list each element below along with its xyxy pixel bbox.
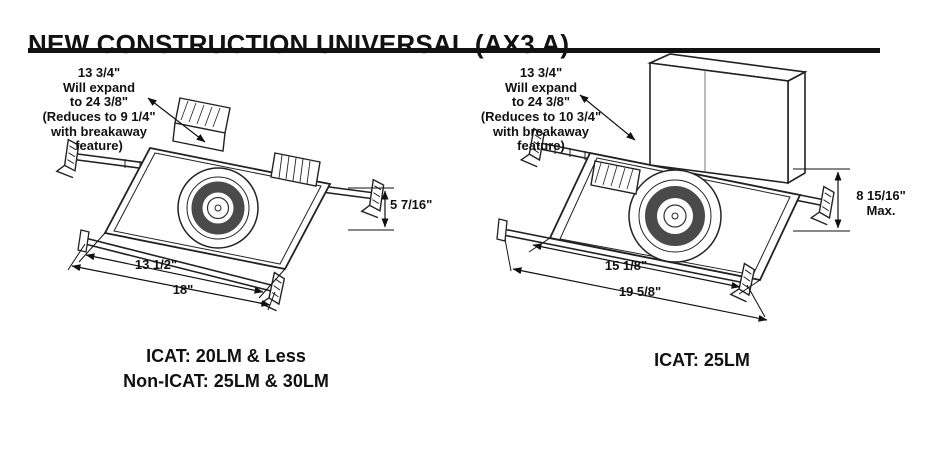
expand-dimension-arrow	[147, 97, 206, 143]
right-expand-note-line: (Reduces to 10 3/4"	[480, 109, 602, 125]
plenum-box	[647, 53, 808, 185]
left-caption-line1: ICAT: 20LM & Less	[146, 346, 306, 366]
right-expand-note-line: to 24 3/8"	[511, 94, 571, 110]
title-rule	[28, 48, 880, 53]
nail-bracket-icon	[259, 270, 286, 312]
right-expand-note-line: feature)	[517, 138, 565, 154]
left-expand-note-line: to 24 3/8"	[69, 94, 129, 110]
left-expand-note-line: with breakaway	[50, 123, 148, 139]
left-dimension-lines	[67, 97, 394, 311]
driver-box	[270, 152, 321, 187]
outer-width-dimension-arrow	[512, 267, 768, 322]
right-dimension-lines	[504, 94, 850, 322]
left-expand-note-line: feature)	[75, 138, 123, 154]
left-height-dimension: 5 7/16"	[390, 197, 433, 212]
right-caption-line1: ICAT: 25LM	[654, 350, 750, 370]
right-height-dimension-value: 8 15/16"	[856, 188, 906, 203]
mounting-pan-inner-edge	[113, 152, 322, 265]
left-expand-note-line: Will expand	[62, 79, 136, 95]
right-expand-note-line: with breakaway	[492, 123, 590, 139]
right-height-dimension: 8 15/16" Max.	[845, 188, 917, 218]
baffle-trim	[177, 167, 259, 249]
expand-dimension-arrow	[579, 94, 636, 141]
right-expand-note: 13 3/4" Will expand to 24 3/8" (Reduces …	[466, 65, 616, 154]
left-inner-width-dimension: 13 1/2"	[134, 257, 178, 272]
right-expand-note-line: 13 3/4"	[519, 65, 563, 80]
outer-width-dimension-arrow	[71, 264, 271, 307]
left-expand-note-line: (Reduces to 9 1/4"	[42, 109, 156, 125]
left-fixture-drawing	[55, 97, 394, 312]
baffle-trim	[628, 169, 722, 263]
right-expand-note-line: Will expand	[504, 79, 578, 95]
left-caption-line2: Non-ICAT: 25LM & 30LM	[123, 371, 329, 392]
junction-box	[590, 160, 641, 195]
right-fixture-drawing	[496, 53, 850, 322]
nail-bracket-icon	[809, 184, 836, 226]
left-expand-note: 13 3/4" Will expand to 24 3/8" (Reduces …	[26, 65, 172, 154]
left-expand-note-line: 13 3/4"	[77, 65, 121, 80]
right-height-dimension-max: Max.	[866, 202, 896, 218]
right-figure-caption: ICAT: 25LM	[512, 348, 892, 373]
left-outer-width-dimension: 18"	[172, 282, 194, 297]
right-outer-width-dimension: 19 5/8"	[618, 284, 662, 299]
left-figure-caption: ICAT: 20LM & Less Non-ICAT: 25LM & 30LM	[28, 344, 424, 394]
page-title: NEW CONSTRUCTION UNIVERSAL (AX3 A)	[28, 29, 570, 60]
right-inner-width-dimension: 15 1/8"	[604, 258, 648, 273]
